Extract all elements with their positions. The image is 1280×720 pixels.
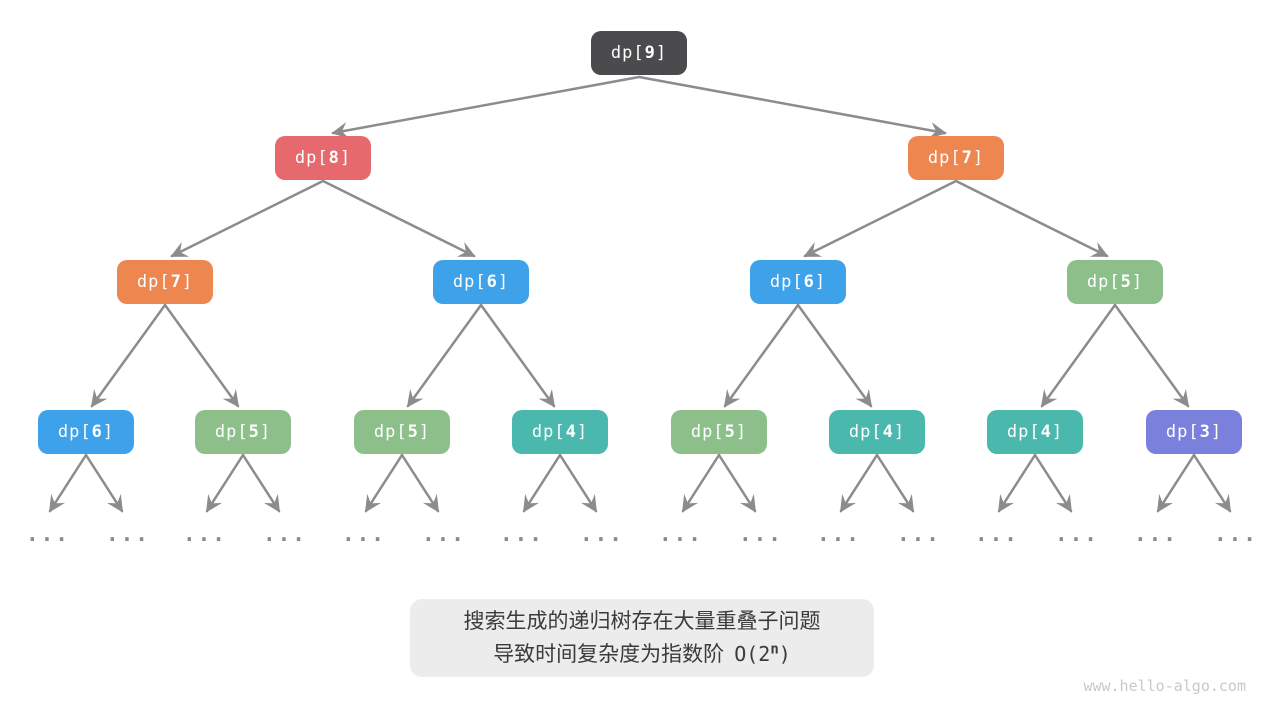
watermark: www.hello-algo.com: [1083, 677, 1246, 695]
tree-node-dp7-a: dp[7]: [908, 136, 1004, 180]
node-label-suffix: ]: [418, 422, 431, 442]
ellipsis: ...: [26, 522, 70, 546]
node-label-number: 6: [803, 272, 815, 292]
node-label-suffix: ]: [655, 43, 668, 63]
tree-node-dp4-b: dp[4]: [829, 410, 925, 454]
node-label-prefix: dp[: [214, 422, 249, 442]
ellipsis: ...: [1055, 522, 1099, 546]
node-label-number: 5: [724, 422, 736, 442]
ellipsis: ...: [1214, 522, 1258, 546]
node-label-number: 4: [1040, 422, 1052, 442]
ellipsis: ...: [1134, 522, 1178, 546]
formula-close: ): [778, 642, 791, 666]
ellipsis: ...: [500, 522, 544, 546]
ellipsis: ...: [106, 522, 150, 546]
node-label-number: 5: [1120, 272, 1132, 292]
node-label-suffix: ]: [102, 422, 115, 442]
tree-node-dp5-b: dp[5]: [195, 410, 291, 454]
caption-line-2: 导致时间复杂度为指数阶 O(2n): [493, 638, 791, 671]
node-label-suffix: ]: [497, 272, 510, 292]
node-label-prefix: dp[: [927, 148, 962, 168]
tree-node-dp9: dp[9]: [591, 31, 687, 75]
node-label-number: 6: [91, 422, 103, 442]
node-label-prefix: dp[: [136, 272, 171, 292]
node-label-number: 6: [486, 272, 498, 292]
tree-node-dp6-b: dp[6]: [750, 260, 846, 304]
node-label-number: 5: [248, 422, 260, 442]
node-label-suffix: ]: [1210, 422, 1223, 442]
node-label-number: 3: [1199, 422, 1211, 442]
ellipsis: ...: [897, 522, 941, 546]
formula-exponent: n: [770, 641, 779, 658]
ellipsis: ...: [659, 522, 703, 546]
node-label-number: 7: [170, 272, 182, 292]
ellipsis: ...: [739, 522, 783, 546]
tree-node-dp7-b: dp[7]: [117, 260, 213, 304]
node-label-prefix: dp[: [294, 148, 329, 168]
node-label-suffix: ]: [814, 272, 827, 292]
node-label-suffix: ]: [339, 148, 352, 168]
ellipsis: ...: [183, 522, 227, 546]
node-label-suffix: ]: [972, 148, 985, 168]
ellipsis: ...: [975, 522, 1019, 546]
tree-node-dp8: dp[8]: [275, 136, 371, 180]
tree-node-dp5-c: dp[5]: [354, 410, 450, 454]
node-label-prefix: dp[: [610, 43, 645, 63]
node-label-prefix: dp[: [1165, 422, 1200, 442]
tree-node-dp4-c: dp[4]: [987, 410, 1083, 454]
node-label-suffix: ]: [259, 422, 272, 442]
tree-node-dp6-a: dp[6]: [433, 260, 529, 304]
ellipsis: ...: [580, 522, 624, 546]
node-label-prefix: dp[: [373, 422, 408, 442]
ellipsis: ...: [342, 522, 386, 546]
node-label-prefix: dp[: [531, 422, 566, 442]
caption-line-2-text: 导致时间复杂度为指数阶: [493, 643, 725, 666]
node-label-number: 5: [407, 422, 419, 442]
node-label-number: 4: [882, 422, 894, 442]
node-label-prefix: dp[: [769, 272, 804, 292]
ellipsis: ...: [263, 522, 307, 546]
node-label-prefix: dp[: [690, 422, 725, 442]
node-label-prefix: dp[: [452, 272, 487, 292]
tree-node-dp3: dp[3]: [1146, 410, 1242, 454]
node-label-suffix: ]: [181, 272, 194, 292]
tree-node-dp5-a: dp[5]: [1067, 260, 1163, 304]
tree-node-dp4-a: dp[4]: [512, 410, 608, 454]
tree-node-dp6-c: dp[6]: [38, 410, 134, 454]
node-label-suffix: ]: [735, 422, 748, 442]
node-label-suffix: ]: [576, 422, 589, 442]
node-label-prefix: dp[: [848, 422, 883, 442]
node-label-number: 9: [644, 43, 656, 63]
formula-open: O(2: [734, 642, 771, 666]
node-label-prefix: dp[: [57, 422, 92, 442]
tree-node-dp5-d: dp[5]: [671, 410, 767, 454]
node-label-number: 7: [961, 148, 973, 168]
caption-line-1: 搜索生成的递归树存在大量重叠子问题: [463, 610, 821, 633]
ellipsis: ...: [817, 522, 861, 546]
caption-box: 搜索生成的递归树存在大量重叠子问题 导致时间复杂度为指数阶 O(2n): [410, 599, 874, 677]
complexity-formula: O(2n): [734, 642, 791, 666]
node-label-prefix: dp[: [1006, 422, 1041, 442]
node-label-number: 4: [565, 422, 577, 442]
node-label-suffix: ]: [1051, 422, 1064, 442]
node-label-suffix: ]: [893, 422, 906, 442]
node-label-suffix: ]: [1131, 272, 1144, 292]
ellipsis: ...: [422, 522, 466, 546]
node-label-number: 8: [328, 148, 340, 168]
node-label-prefix: dp[: [1086, 272, 1121, 292]
